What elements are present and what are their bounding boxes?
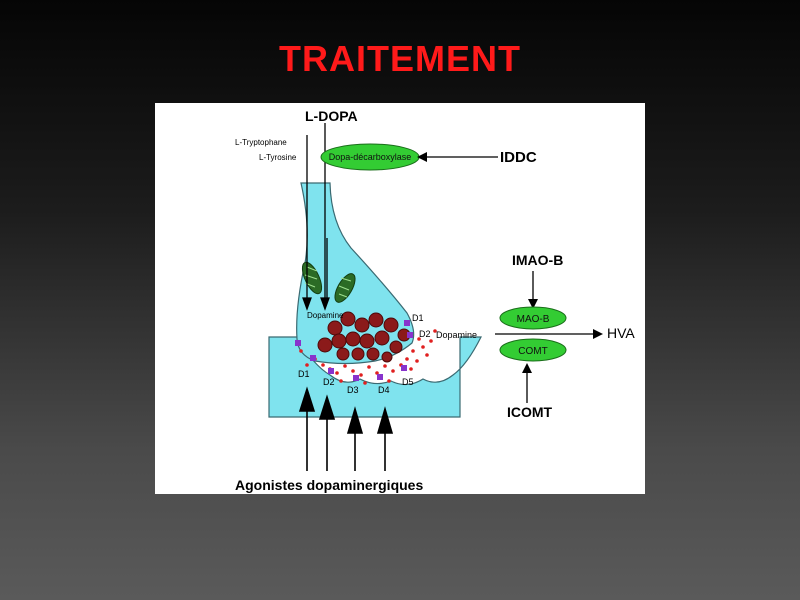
receptor-d2-label: D2 bbox=[323, 377, 335, 387]
iddc-label: IDDC bbox=[500, 149, 537, 166]
hva-arrowhead bbox=[593, 329, 603, 339]
dopa-decarboxylase-label: Dopa-décarboxylase bbox=[329, 152, 412, 162]
agonists-label: Agonistes dopaminergiques bbox=[235, 477, 423, 493]
ldopa-label: L-DOPA bbox=[305, 108, 358, 124]
dopamine-right-label: Dopamine bbox=[436, 330, 477, 340]
receptor-d5-label: D5 bbox=[402, 377, 414, 387]
tryptophane-label: L-Tryptophane bbox=[235, 138, 287, 147]
imao-b-label: IMAO-B bbox=[512, 252, 563, 268]
iddc-arrowhead bbox=[417, 152, 427, 162]
mao-b-label: MAO-B bbox=[517, 314, 550, 325]
icomt-arrowhead bbox=[522, 363, 532, 373]
comt-label: COMT bbox=[518, 346, 547, 357]
d1-top-label: D1 bbox=[412, 313, 424, 323]
dopamine-synapse-diagram: Dopa-décarboxylase L-DOPA L-Tryptophane … bbox=[155, 103, 645, 494]
icomt-label: ICOMT bbox=[507, 404, 553, 420]
tyrosine-label: L-Tyrosine bbox=[259, 153, 297, 162]
receptor-d3-label: D3 bbox=[347, 385, 359, 395]
hva-label: HVA bbox=[607, 325, 635, 341]
receptor-d4-label: D4 bbox=[378, 385, 390, 395]
d2-top-label: D2 bbox=[419, 329, 431, 339]
dopamine-inner-label: Dopamine bbox=[307, 311, 344, 320]
receptor-d1-label: D1 bbox=[298, 369, 310, 379]
slide-title: TRAITEMENT bbox=[0, 38, 800, 80]
